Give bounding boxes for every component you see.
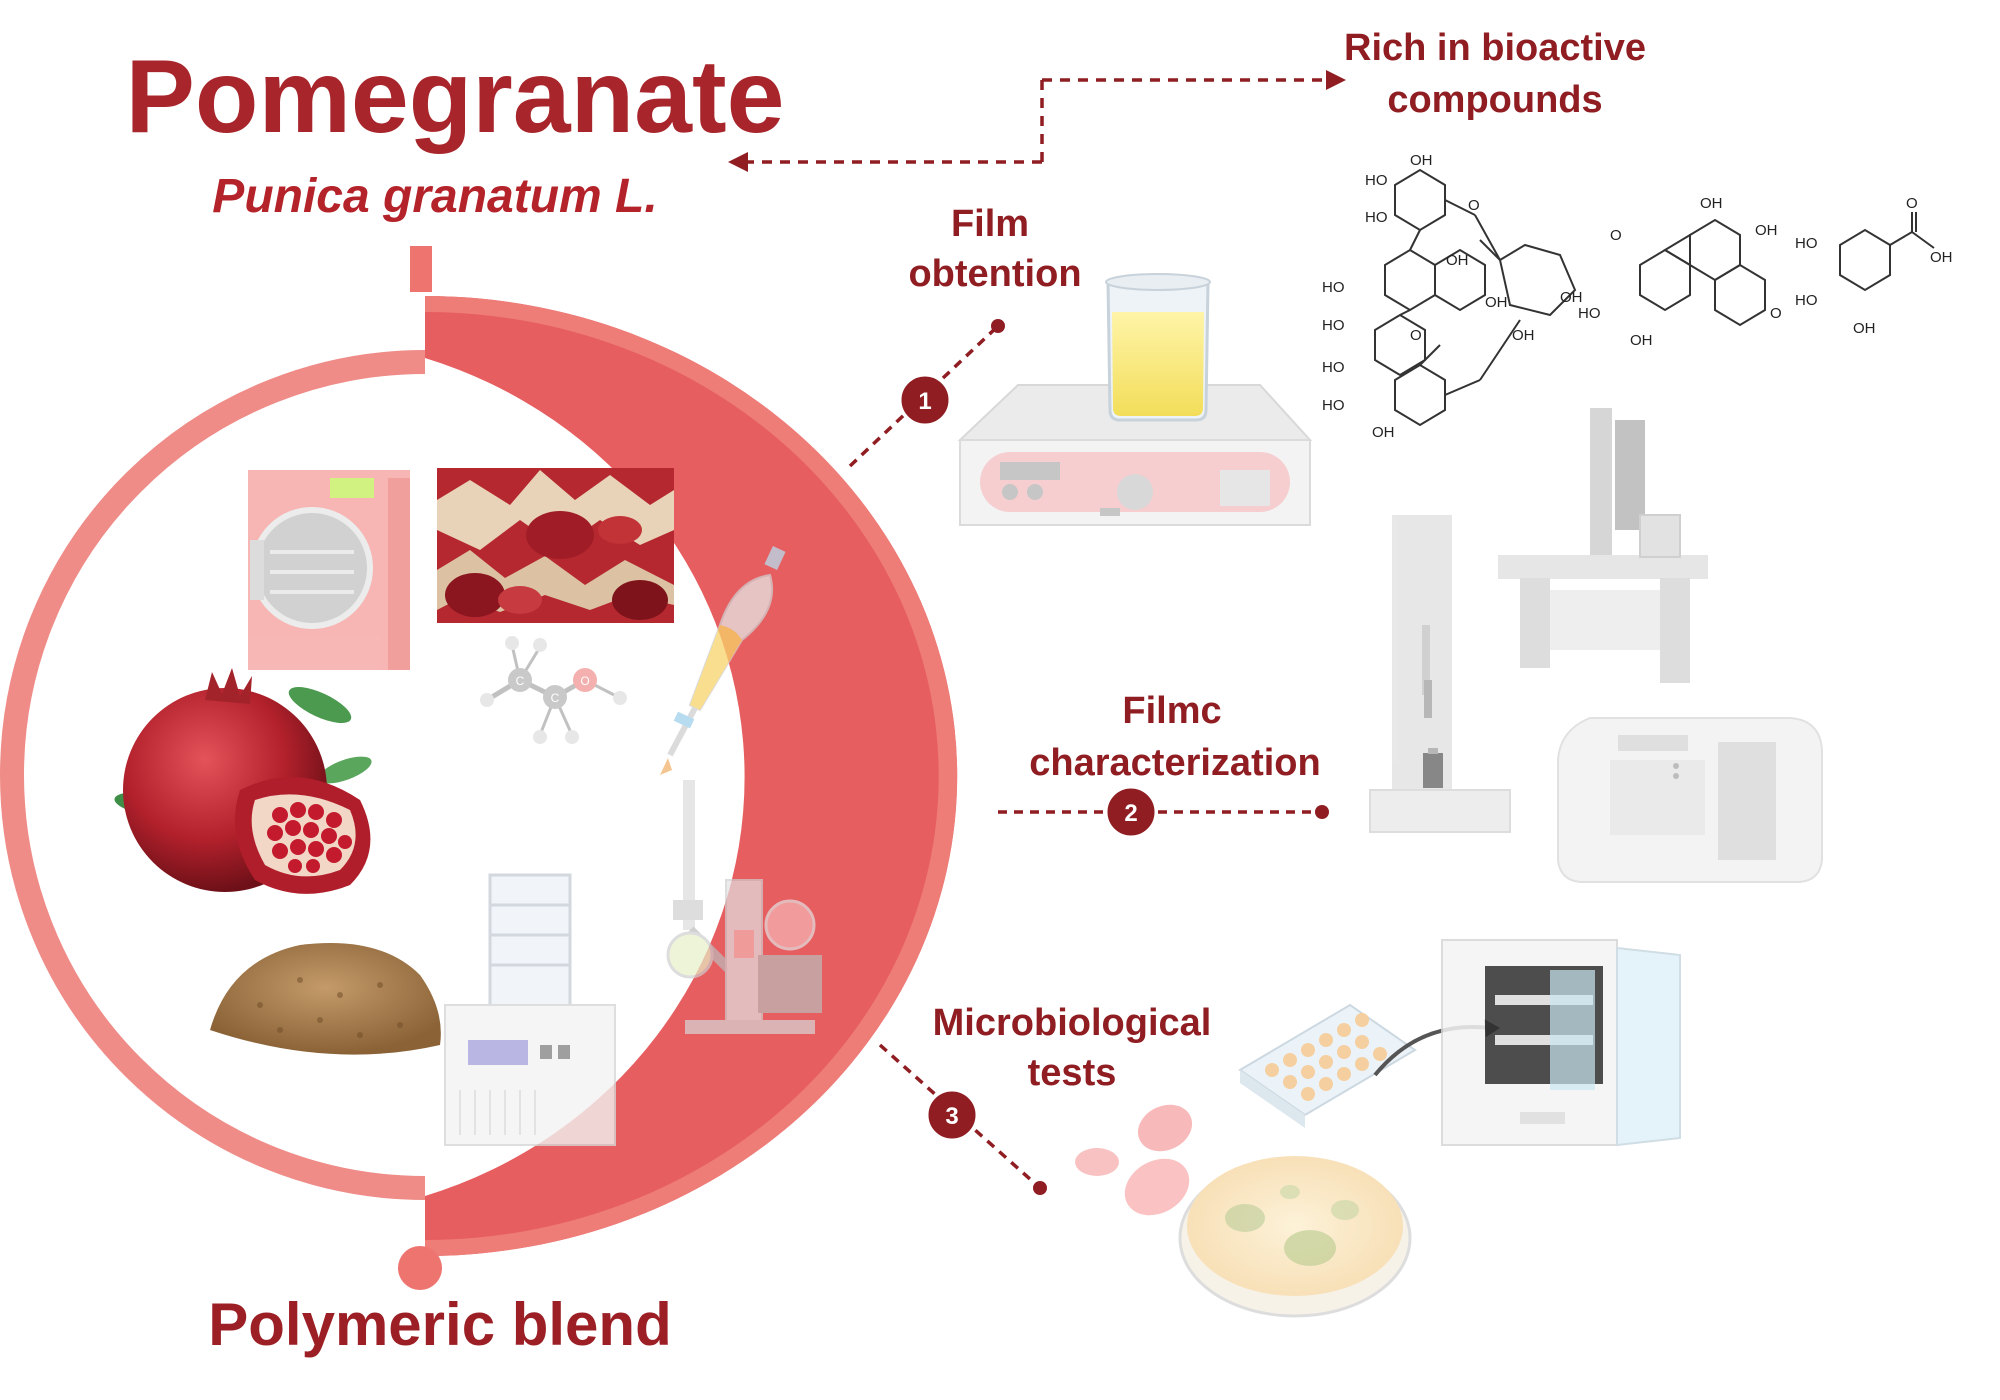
well-plate-icon	[1238, 1003, 1417, 1128]
compounds-note-line2: compounds	[1387, 79, 1602, 121]
step1-number: 1	[918, 388, 931, 415]
mol1-label-ho-1: HO	[1365, 172, 1388, 189]
pomegranate-fruit-icon	[114, 668, 372, 894]
separatory-funnel-icon	[660, 545, 786, 775]
mol2-label-ho-1: HO	[1578, 305, 1601, 322]
compounds-note-line1: Rich in bioactive	[1344, 27, 1646, 69]
mol1-label-o-1: O	[1468, 197, 1480, 214]
gallic-acid-labels: O OH HO HO OH	[1795, 195, 1953, 337]
ellagic-acid-structure-icon	[1639, 218, 1766, 327]
ellagic-acid-labels: O OH OH HO OH O	[1578, 195, 1782, 349]
texture-analyzer-icon	[1369, 515, 1511, 833]
mol3-label-o: O	[1906, 195, 1918, 212]
mol1-label-ho-4: HO	[1322, 317, 1345, 334]
step3-label-line2: tests	[1028, 1052, 1117, 1094]
step1-label-line1: Film	[951, 203, 1029, 245]
lyophilizer-icon	[444, 873, 616, 1146]
title-connector-stub	[410, 246, 432, 292]
mol1-label-oh-5: OH	[1512, 327, 1535, 344]
mol1-label-oh-1: OH	[1410, 152, 1433, 169]
title-to-compounds-connector	[742, 78, 1330, 164]
mol1-label-o-2: O	[1410, 327, 1422, 344]
mol1-label-oh-3: OH	[1485, 294, 1508, 311]
mol1-label-ho-5: HO	[1322, 359, 1345, 376]
step1-connector-end-dot	[991, 319, 1005, 333]
page-title: Pomegranate	[126, 39, 785, 155]
mol1-label-ho-6: HO	[1322, 397, 1345, 414]
mol1-label-ho-2: HO	[1365, 209, 1388, 226]
petri-dish-icon	[1178, 1156, 1412, 1318]
step3-badge: 3	[925, 1088, 979, 1142]
step1-label-line2: obtention	[908, 253, 1081, 295]
freeze-dryer-cabinet-icon	[248, 470, 410, 670]
spectrophotometer-icon	[1557, 717, 1823, 883]
step2-number: 2	[1124, 800, 1137, 827]
mol2-label-oh-2: OH	[1755, 222, 1778, 239]
rotary-evaporator-icon	[666, 780, 822, 1034]
polymeric-blend-ring	[0, 296, 958, 1290]
mol2-label-oh-3: OH	[1630, 332, 1653, 349]
step2-label-line2: characterization	[1029, 742, 1320, 784]
mol3-label-ho-1: HO	[1795, 235, 1818, 252]
connector-arrowhead-right	[1326, 70, 1346, 90]
pomegranate-peels-photo	[437, 468, 674, 623]
punicalagin-structure-icon	[1374, 168, 1577, 427]
electron-microscope-icon	[1498, 408, 1708, 683]
page-subtitle: Punica granatum L.	[212, 170, 657, 223]
mol1-label-oh-2: OH	[1446, 252, 1469, 269]
step3-connector	[878, 1043, 1042, 1190]
incubator-icon	[1441, 939, 1681, 1147]
gallic-acid-structure-icon	[1839, 212, 1935, 292]
beaker-with-solution-icon	[1105, 273, 1211, 422]
ethanol-atom-c1: C	[516, 674, 525, 688]
mol2-label-oh-1: OH	[1700, 195, 1723, 212]
mol1-label-oh-6: OH	[1372, 424, 1395, 441]
step2-connector-end-dot	[1315, 805, 1329, 819]
ethanol-molecule-icon: C C O	[480, 636, 627, 744]
punicalagin-labels: HO OH HO O OH HO HO OH OH OH HO HO OH O	[1322, 152, 1583, 441]
step2-badge: 2	[1104, 785, 1158, 839]
connector-arrowhead-left	[728, 152, 748, 172]
mol1-label-ho-3: HO	[1322, 279, 1345, 296]
mol3-label-oh-2: OH	[1853, 320, 1876, 337]
microorganisms-icon	[1075, 1104, 1193, 1216]
ethanol-atom-c2: C	[551, 691, 560, 705]
ring-end-dot	[398, 1246, 442, 1290]
step3-number: 3	[945, 1103, 958, 1130]
step3-connector-end-dot	[1033, 1181, 1047, 1195]
ethanol-atom-o: O	[580, 674, 589, 688]
mol1-label-oh-4: OH	[1560, 289, 1583, 306]
step3-label-line1: Microbiological	[933, 1002, 1212, 1044]
polymeric-blend-label: Polymeric blend	[208, 1291, 671, 1358]
mol2-label-o-2: O	[1770, 305, 1782, 322]
step1-badge: 1	[898, 373, 952, 427]
mol2-label-o-1: O	[1610, 227, 1622, 244]
mol3-label-ho-2: HO	[1795, 292, 1818, 309]
pomegranate-powder-icon	[210, 943, 441, 1055]
mol3-label-oh-1: OH	[1930, 249, 1953, 266]
step2-label-line1: Filmc	[1122, 690, 1221, 732]
